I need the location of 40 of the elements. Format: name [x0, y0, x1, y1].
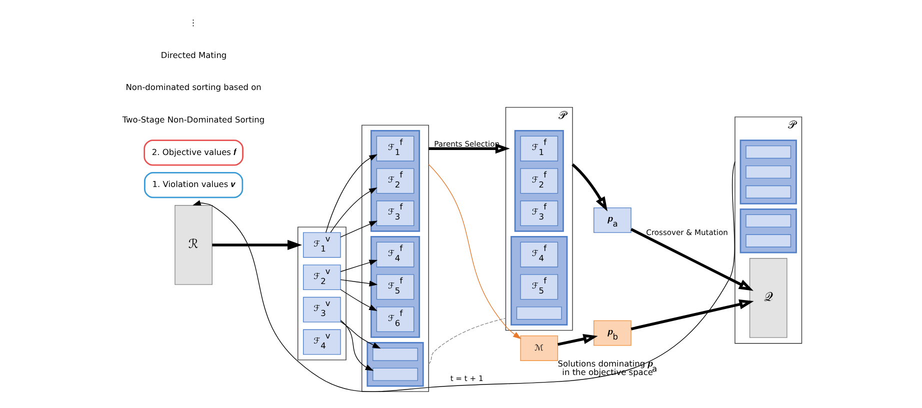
arrow [558, 334, 598, 346]
arrow [340, 289, 378, 312]
arrow [340, 260, 378, 272]
cluster [362, 124, 429, 392]
node-box: 𝒬 [749, 258, 788, 338]
cluster [740, 140, 797, 204]
arrow [428, 164, 522, 340]
cluster [298, 226, 346, 360]
label: Non-dominated sorting based on [126, 82, 262, 92]
cluster [514, 130, 564, 232]
node-box: ℳ [520, 335, 558, 361]
arrow [572, 163, 608, 212]
cluster [510, 236, 568, 326]
arrow [340, 321, 381, 349]
node-box [746, 185, 792, 198]
cluster [740, 208, 797, 254]
arrow [326, 154, 378, 233]
node-box [372, 348, 418, 361]
node-box: ℛ [174, 205, 212, 285]
arrow [340, 220, 378, 238]
node-box [746, 146, 792, 159]
node-box [746, 165, 792, 179]
connector [428, 318, 506, 364]
label: Directed Mating [160, 50, 227, 60]
arrow [630, 299, 754, 330]
node-box [746, 234, 792, 248]
node-box [746, 214, 792, 228]
node-box: 2. Objective values 𝒇 [144, 140, 244, 166]
arrow [630, 228, 754, 291]
arrow [212, 240, 302, 250]
label: ⋮ [189, 17, 198, 28]
cluster [370, 130, 420, 232]
arrow [340, 320, 374, 371]
node-box [372, 368, 418, 381]
node-box [516, 306, 562, 320]
arrow [192, 161, 736, 392]
node-box: 1. Violation values 𝒗 [144, 172, 244, 198]
label: Two-Stage Non-Dominated Sorting [122, 114, 265, 124]
arrow [340, 279, 378, 286]
arrow [330, 188, 378, 233]
